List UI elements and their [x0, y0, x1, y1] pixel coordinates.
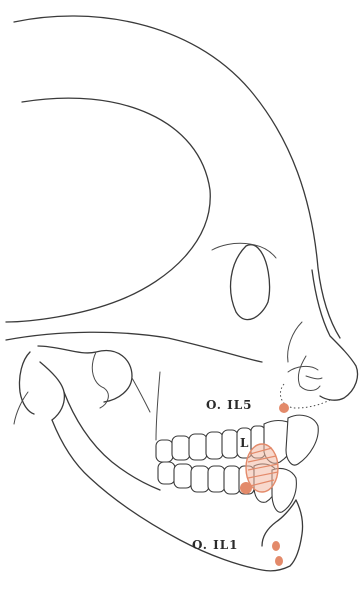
upper-teeth	[156, 415, 318, 465]
label-upper-incisor-point: O. IL5	[206, 398, 253, 412]
nasal-cartilage-detail	[288, 366, 322, 378]
landmark-dot-lower-2	[275, 556, 283, 566]
nasal-dotted	[280, 384, 330, 408]
landmark-dot-lower-1	[272, 541, 280, 551]
nasal-bone	[312, 270, 358, 400]
mastoid-process	[19, 352, 34, 414]
orbit-rim	[212, 243, 276, 258]
nasal-aperture	[288, 322, 302, 362]
cranium-outline	[14, 16, 340, 338]
landmark-dot-incisor	[240, 482, 252, 494]
mandible-ramus	[64, 392, 160, 490]
zygoma-suture	[92, 352, 108, 408]
label-lower-incisor-point: O. IL1	[192, 538, 239, 552]
condyle	[40, 362, 64, 420]
zygomatic-arch	[6, 332, 262, 362]
nose-cartilage	[298, 356, 320, 391]
orbit	[231, 245, 270, 320]
inner-vault-line	[6, 98, 210, 322]
label-incisor-marker: L	[240, 436, 249, 450]
mandible-notch	[132, 378, 150, 412]
landmark-dot-upper	[279, 403, 289, 413]
maxilla-line	[156, 372, 160, 440]
